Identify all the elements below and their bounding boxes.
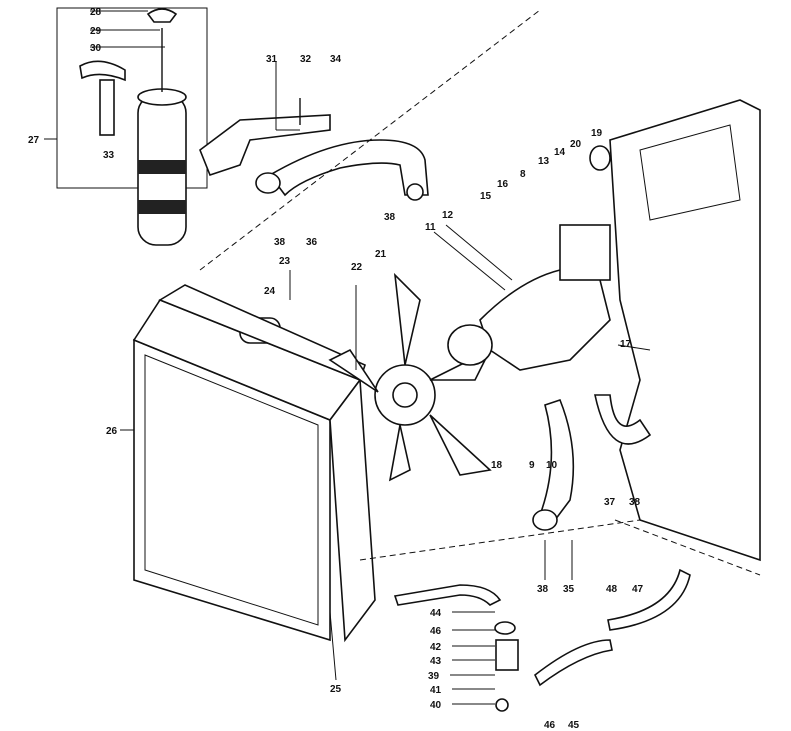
callout-33: 33: [103, 150, 115, 161]
callout-22: 22: [351, 262, 363, 273]
callout-26: 26: [106, 426, 118, 437]
callout-36-upper: 36: [306, 237, 318, 248]
callout-38-upper-left: 38: [274, 237, 286, 248]
callout-42: 42: [430, 642, 442, 653]
callout-38-upper-right: 38: [384, 212, 396, 223]
callout-13: 13: [538, 156, 550, 167]
callout-21: 21: [375, 249, 387, 260]
callout-47: 47: [632, 584, 644, 595]
reservoir-tank-assembly: [56, 7, 208, 246]
callout-48: 48: [606, 584, 618, 595]
callout-10: 10: [546, 460, 558, 471]
callout-18: 18: [491, 460, 503, 471]
callout-38-lower: 38: [537, 584, 549, 595]
callout-44: 44: [430, 608, 442, 619]
callout-24: 24: [264, 286, 276, 297]
frame-lines: [199, 9, 761, 576]
callout-37: 37: [604, 497, 616, 508]
callout-12: 12: [442, 210, 454, 221]
callout-14: 14: [554, 147, 566, 158]
engine-block: [589, 99, 761, 562]
callout-25: 25: [330, 684, 342, 695]
callout-8: 8: [520, 169, 526, 180]
callout-27: 27: [28, 135, 40, 146]
callout-15: 15: [480, 191, 492, 202]
callout-40: 40: [430, 700, 442, 711]
callout-43: 43: [430, 656, 442, 667]
callout-34: 34: [330, 54, 342, 65]
callout-17: 17: [620, 339, 632, 350]
callout-labels: 28 29 30 27 33 31 32 34 38 36 38 23 24 2…: [28, 7, 644, 731]
callout-23: 23: [279, 256, 291, 267]
leader-lines: [44, 10, 651, 705]
drain-cock: [494, 621, 519, 712]
callout-28: 28: [90, 7, 102, 18]
callout-45: 45: [568, 720, 580, 731]
callout-11: 11: [425, 222, 436, 233]
callout-38-right: 38: [629, 497, 641, 508]
radiator: [132, 284, 376, 643]
callout-41: 41: [430, 685, 442, 696]
callout-39: 39: [428, 671, 440, 682]
callout-16: 16: [497, 179, 509, 190]
callout-20: 20: [570, 139, 582, 150]
lower-hoses: [393, 394, 691, 687]
water-pump: [447, 224, 611, 371]
callout-29: 29: [90, 26, 102, 37]
callout-35: 35: [563, 584, 575, 595]
callout-30: 30: [90, 43, 102, 54]
callout-31: 31: [266, 54, 278, 65]
upper-radiator-hose: [255, 139, 429, 201]
callout-46-upper: 46: [430, 626, 442, 637]
callout-9: 9: [529, 460, 535, 471]
callout-46-lower: 46: [544, 720, 556, 731]
callout-32: 32: [300, 54, 312, 65]
callout-19: 19: [591, 128, 603, 139]
